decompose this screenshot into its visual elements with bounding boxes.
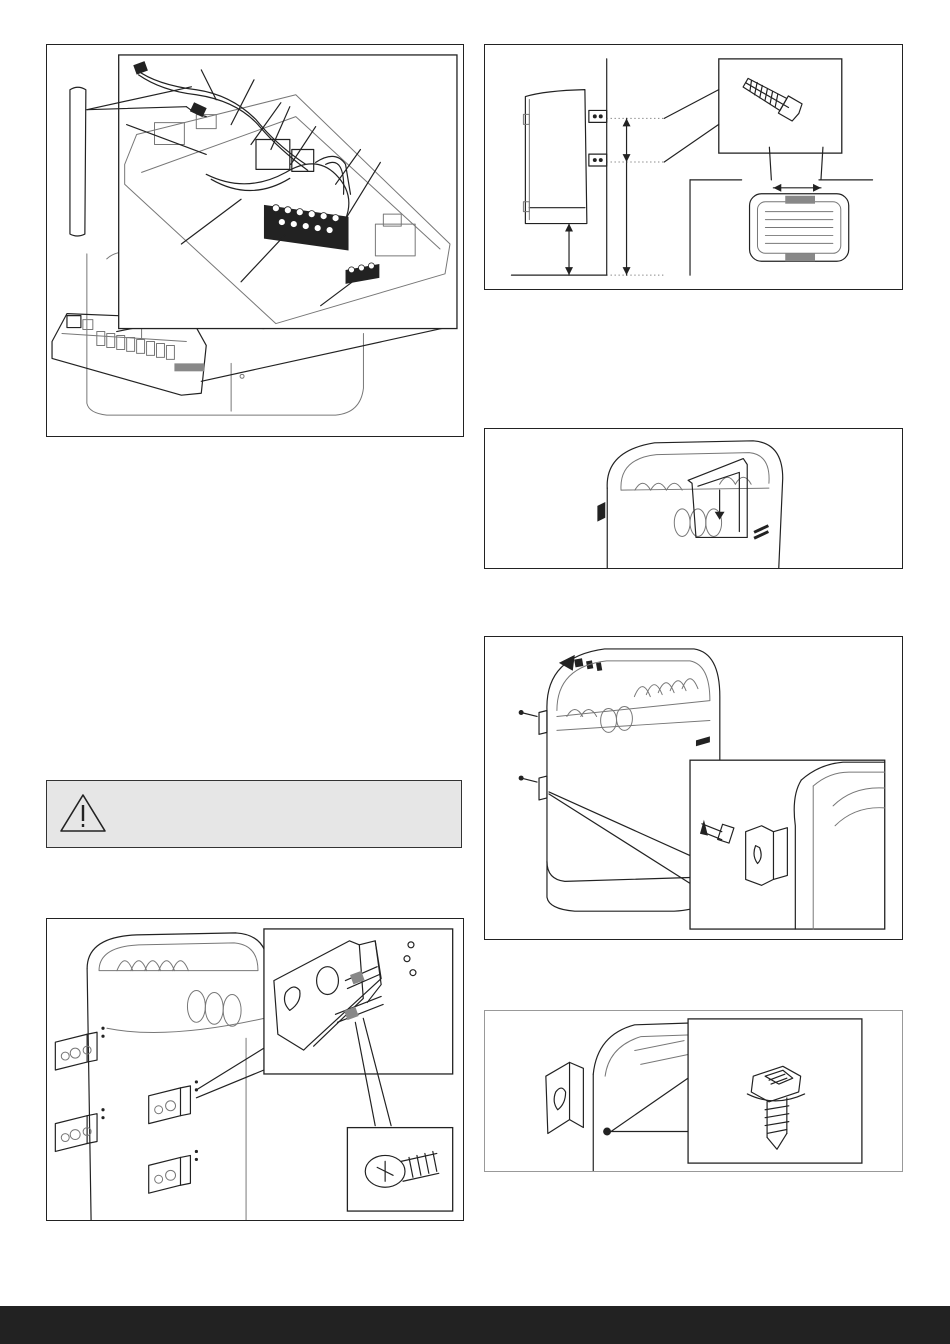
cover-removal-figure — [484, 428, 903, 569]
wiring-figure — [46, 44, 464, 437]
footer-bar — [0, 1306, 950, 1344]
bracket-fastening-figure — [46, 918, 464, 1221]
heater-top-illustration — [485, 429, 902, 568]
mounting-bracket-illustration — [47, 919, 463, 1220]
control-board-illustration — [47, 45, 463, 436]
locking-screw-figure — [484, 1010, 903, 1172]
warning-box — [46, 780, 462, 848]
heater-hanging-figure — [484, 636, 903, 940]
warning-triangle-icon — [47, 781, 463, 849]
wall-mount-screw-illustration — [485, 45, 902, 289]
locking-screw-illustration — [485, 1011, 902, 1171]
wall-mount-dimensions-figure — [484, 44, 903, 290]
heater-hanging-illustration — [485, 637, 902, 939]
